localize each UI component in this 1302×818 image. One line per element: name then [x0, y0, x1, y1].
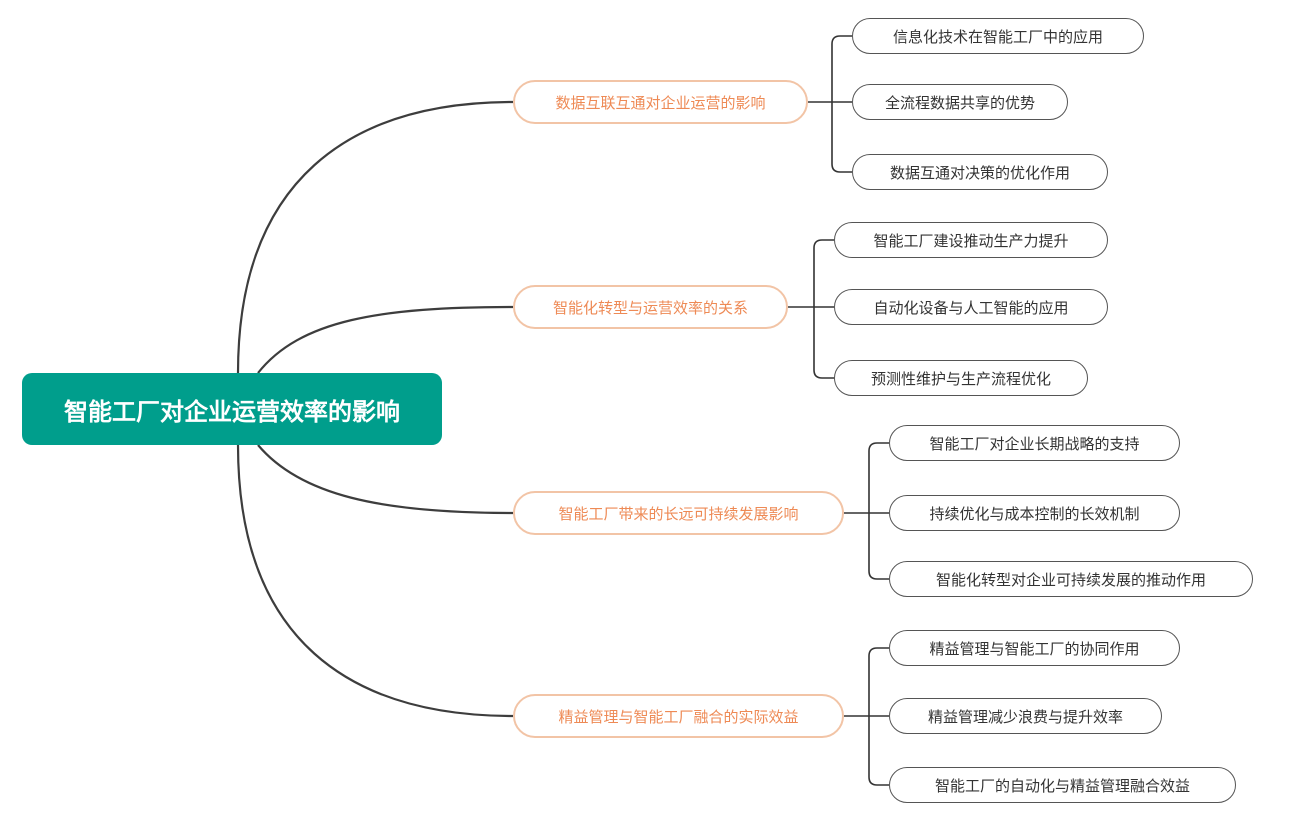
- leaf-node[interactable]: 精益管理减少浪费与提升效率: [889, 698, 1162, 734]
- leaf-node[interactable]: 信息化技术在智能工厂中的应用: [852, 18, 1144, 54]
- root-node[interactable]: 智能工厂对企业运营效率的影响: [22, 373, 442, 445]
- leaf-node[interactable]: 数据互通对决策的优化作用: [852, 154, 1108, 190]
- curve-root-to-branch-3: [257, 444, 514, 515]
- curve-root-to-branch-2: [257, 305, 514, 374]
- leaf-node[interactable]: 持续优化与成本控制的长效机制: [889, 495, 1180, 531]
- leaf-node[interactable]: 预测性维护与生产流程优化: [834, 360, 1088, 396]
- branch-node-intelligent-transformation[interactable]: 智能化转型与运营效率的关系: [513, 285, 788, 329]
- leaf-node[interactable]: 全流程数据共享的优势: [852, 84, 1068, 120]
- bracket-branch-2: [788, 239, 834, 379]
- leaf-node[interactable]: 自动化设备与人工智能的应用: [834, 289, 1108, 325]
- branch-node-data-interconnection[interactable]: 数据互联互通对企业运营的影响: [513, 80, 808, 124]
- branch-node-lean-management[interactable]: 精益管理与智能工厂融合的实际效益: [513, 694, 844, 738]
- leaf-node[interactable]: 智能工厂建设推动生产力提升: [834, 222, 1108, 258]
- bracket-branch-4: [844, 647, 889, 786]
- curve-root-to-branch-1: [236, 100, 514, 374]
- bracket-branch-1: [808, 35, 852, 173]
- leaf-node[interactable]: 精益管理与智能工厂的协同作用: [889, 630, 1180, 666]
- leaf-node[interactable]: 智能化转型对企业可持续发展的推动作用: [889, 561, 1253, 597]
- leaf-node[interactable]: 智能工厂的自动化与精益管理融合效益: [889, 767, 1236, 803]
- curve-root-to-branch-4: [236, 444, 514, 718]
- branch-node-sustainable-development[interactable]: 智能工厂带来的长远可持续发展影响: [513, 491, 844, 535]
- bracket-branch-3: [844, 442, 889, 580]
- leaf-node[interactable]: 智能工厂对企业长期战略的支持: [889, 425, 1180, 461]
